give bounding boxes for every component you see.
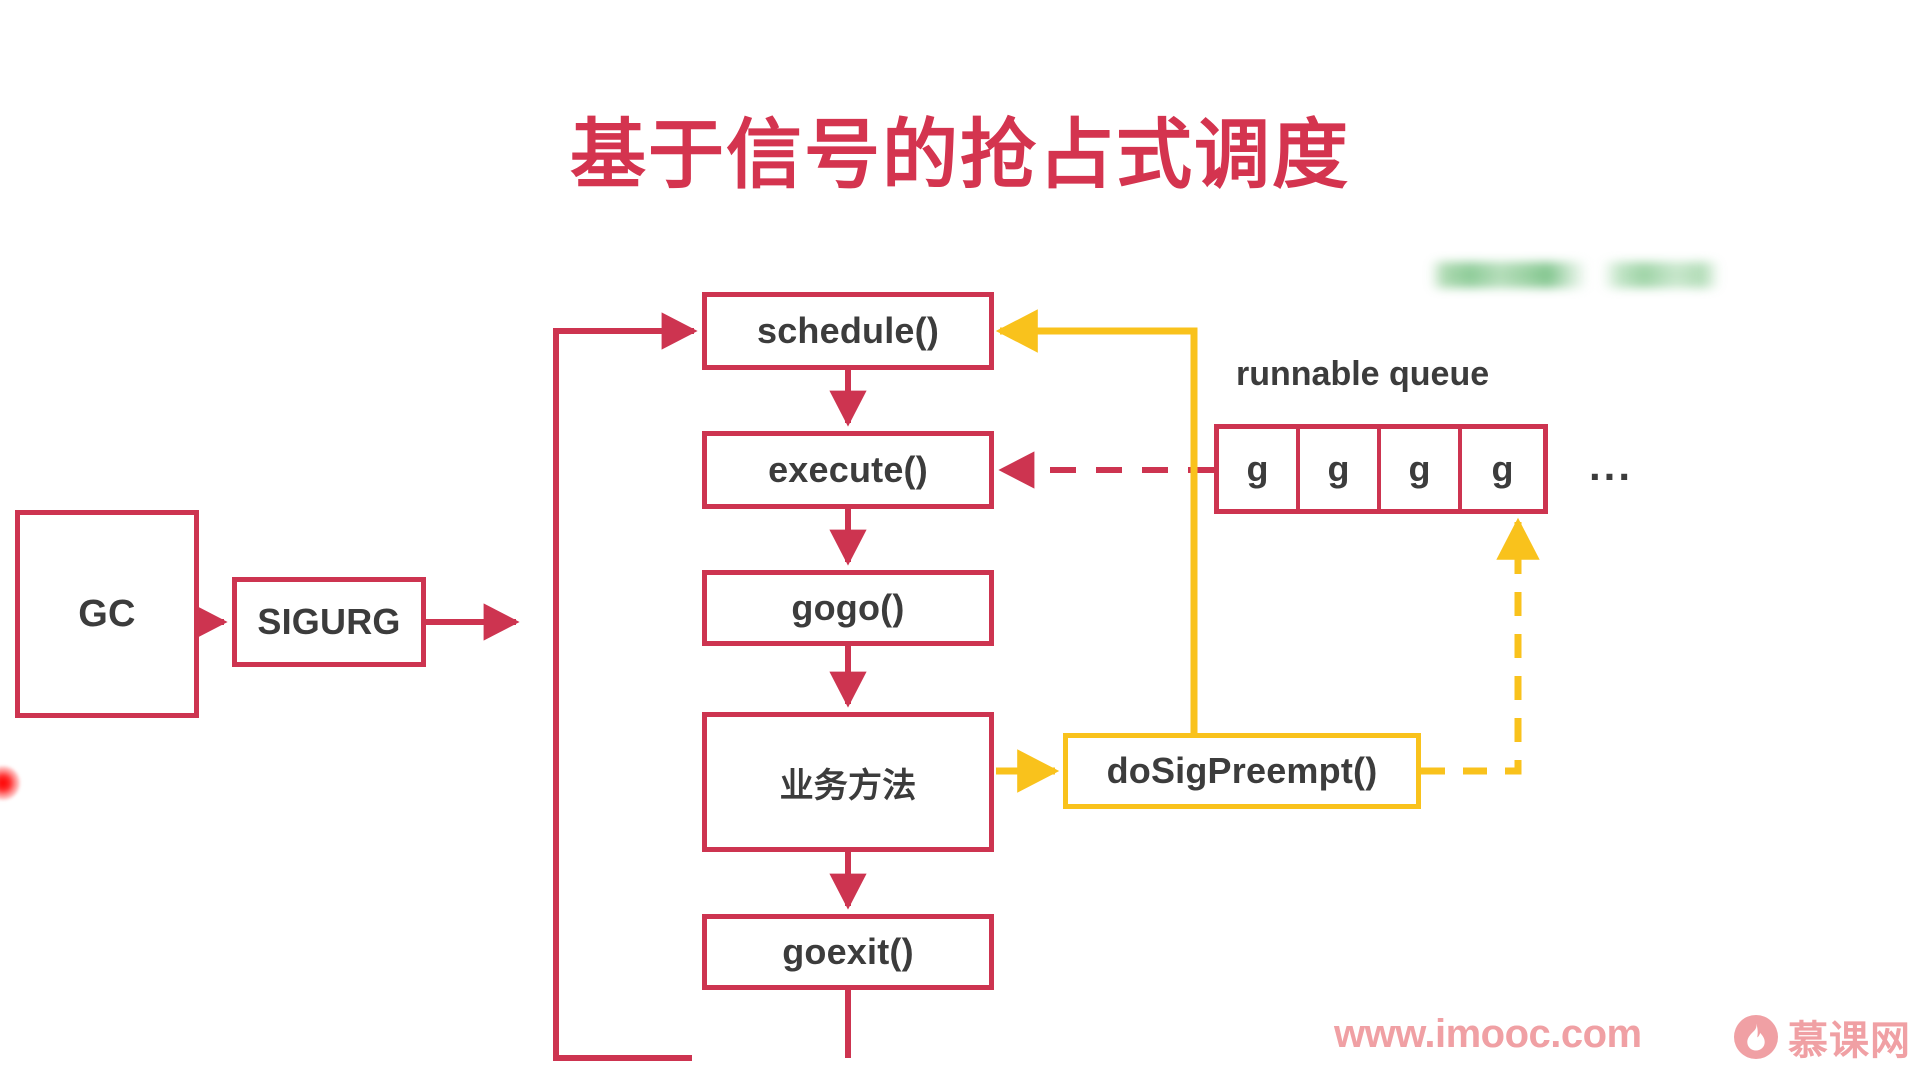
- node-business-method[interactable]: 业务方法: [702, 712, 994, 852]
- edge-dosig-to-schedule: [995, 309, 1198, 733]
- queue-ellipsis: ...: [1589, 442, 1634, 489]
- node-dosigpreempt[interactable]: doSigPreempt(): [1063, 733, 1421, 809]
- queue-cell[interactable]: g: [1381, 429, 1462, 509]
- node-gogo[interactable]: gogo(): [702, 570, 994, 646]
- watermark-brand-text: 慕课网: [1788, 1019, 1911, 1063]
- flame-icon: [1734, 1015, 1778, 1059]
- watermark-url: www.imooc.com: [1334, 1012, 1642, 1056]
- node-gc[interactable]: GC: [15, 510, 199, 718]
- node-execute[interactable]: execute(): [702, 431, 994, 509]
- page-title: 基于信号的抢占式调度: [570, 113, 1350, 198]
- runnable-queue[interactable]: g g g g: [1214, 424, 1548, 514]
- edge-dosig-to-queue: [1421, 517, 1540, 775]
- node-sigurg[interactable]: SIGURG: [232, 577, 426, 667]
- cursor-highlight-dot: [0, 766, 20, 800]
- watermark-brand: 慕课网: [1734, 1008, 1911, 1066]
- runnable-queue-label: runnable queue: [1236, 355, 1490, 393]
- queue-cell[interactable]: g: [1300, 429, 1381, 509]
- node-schedule[interactable]: schedule(): [702, 292, 994, 370]
- redacted-text-block: [1430, 262, 1720, 288]
- node-goexit[interactable]: goexit(): [702, 914, 994, 990]
- edge-return-loop: [553, 312, 698, 1061]
- queue-cell[interactable]: g: [1491, 448, 1514, 489]
- queue-cell[interactable]: g: [1219, 429, 1300, 509]
